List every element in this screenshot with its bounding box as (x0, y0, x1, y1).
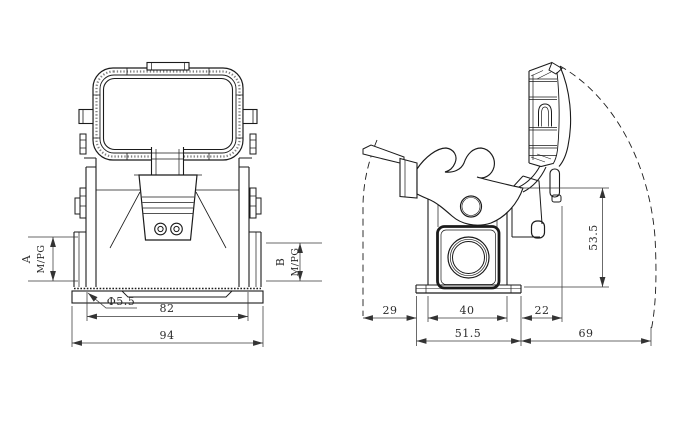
dimension-swing-clearance: 69 (521, 327, 652, 346)
dimension-lever-clearance: 29 (363, 304, 417, 321)
lever-grip (399, 157, 418, 199)
bail-top-tab (146, 61, 190, 71)
front-screw-lug-left (74, 187, 87, 219)
entry-b-label: B (274, 258, 287, 267)
front-side-tab-right (249, 133, 257, 155)
front-side-tab-left (79, 133, 87, 155)
cover-clearance-label: 22 (535, 304, 550, 317)
dimension-cover-clearance: 22 (522, 206, 563, 322)
side-hinge-lug (511, 175, 546, 239)
overall-width-label: 94 (160, 329, 175, 342)
bail-pivot-pin-right (242, 108, 258, 125)
lever-clearance-label: 29 (383, 304, 398, 317)
swing-clearance-label: 69 (579, 327, 594, 340)
dimension-body-depth: 40 (427, 296, 508, 322)
cover-hinge (518, 165, 562, 203)
dimension-entry-b: B M/PG (266, 242, 322, 282)
lever-swing-arc (362, 139, 378, 316)
latch-screw-right (170, 222, 183, 236)
side-view: 53.5 29 40 22 51.5 69 (362, 61, 657, 346)
side-housing (415, 175, 546, 294)
front-latch (134, 147, 202, 241)
front-base-plate (71, 287, 264, 304)
locking-lever (362, 144, 524, 226)
lever-claw (416, 147, 524, 226)
dimension-overall-width: 94 (71, 306, 264, 347)
dimension-entry-a: A M/PG (20, 236, 78, 282)
dimension-height: 53.5 (520, 187, 609, 288)
side-base-flange (415, 284, 522, 294)
cover-tip (548, 61, 563, 75)
cover-swing-arc (559, 65, 657, 332)
latch-screw-left (154, 222, 167, 236)
dimension-base-depth: 51.5 (416, 296, 522, 346)
hole-spacing-label: 82 (160, 302, 175, 315)
open-cover (518, 61, 572, 203)
height-label: 53.5 (587, 224, 600, 251)
mounting-hole-label: Φ5.5 (107, 295, 136, 308)
lever-pivot (459, 195, 483, 218)
dimension-hole-spacing: 82 (86, 292, 249, 321)
entry-a-thread-label: M/PG (36, 245, 47, 274)
entry-a-label: A (20, 254, 33, 264)
front-screw-lug-right (249, 187, 262, 219)
lever-tip (362, 144, 405, 165)
front-flange-left (73, 231, 86, 287)
entry-b-thread-label: M/PG (290, 248, 301, 277)
dimension-mounting-hole: Φ5.5 (87, 292, 137, 309)
front-housing (71, 133, 264, 304)
bail-segment-ticks (93, 68, 243, 160)
bail-frame (78, 61, 258, 161)
cover-u-slot (538, 103, 552, 127)
cover-ribs (529, 78, 557, 156)
front-view: A M/PG B M/PG Φ5.5 82 94 (20, 61, 322, 347)
bail-pivot-pin-left (78, 108, 94, 125)
base-depth-label: 51.5 (455, 327, 482, 340)
cable-entry-hole (447, 236, 490, 279)
body-depth-label: 40 (460, 304, 475, 317)
front-flange-right (249, 231, 262, 287)
cable-entry-panel (436, 225, 501, 290)
